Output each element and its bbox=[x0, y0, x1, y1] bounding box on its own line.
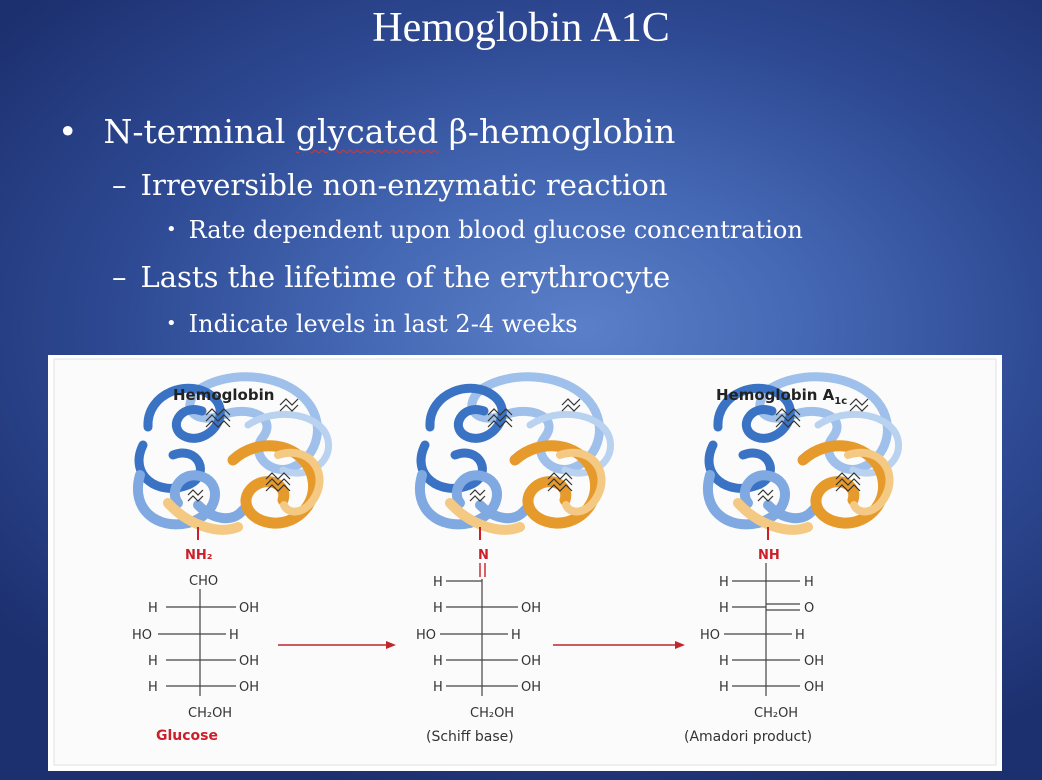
dash-marker: – bbox=[112, 260, 127, 294]
hemoglobin-a1c-subscript: 1c bbox=[834, 396, 847, 407]
bullet-sub-2-text: Lasts the lifetime of the erythrocyte bbox=[140, 260, 671, 294]
reaction-arrow-1 bbox=[278, 641, 396, 649]
bullet-marker: • bbox=[166, 219, 177, 240]
bullet-detail-1-text: Rate dependent upon blood glucose concen… bbox=[188, 216, 803, 244]
amadori-c5-right: OH bbox=[804, 680, 824, 695]
amadori-keto-o: O bbox=[804, 601, 814, 616]
glucose-c3-left: HO bbox=[132, 628, 152, 643]
schiff-c5-right: OH bbox=[521, 680, 541, 695]
bullet-detail-1: • Rate dependent upon blood glucose conce… bbox=[166, 214, 803, 246]
glucose-ch2oh: CH₂OH bbox=[188, 706, 232, 721]
schiff-c5-left: H bbox=[433, 680, 443, 695]
reaction-arrow-2 bbox=[553, 641, 685, 649]
glucose-structure: NH₂ CHO H OH HO H H OH H OH CH₂OH Glucos… bbox=[132, 548, 259, 744]
schiff-c1-h: H bbox=[433, 575, 443, 590]
dash-marker: – bbox=[112, 168, 127, 202]
glucose-amine: NH₂ bbox=[185, 548, 212, 563]
hemoglobin-label: Hemoglobin bbox=[173, 386, 274, 404]
schiff-imine-n: N bbox=[478, 548, 489, 563]
bullet-main-glycated: glycated bbox=[295, 112, 439, 151]
bullet-detail-2: • Indicate levels in last 2-4 weeks bbox=[166, 308, 578, 340]
amadori-c2-left: H bbox=[719, 601, 729, 616]
glucose-c5-right: OH bbox=[239, 680, 259, 695]
glucose-c4-right: OH bbox=[239, 654, 259, 669]
schiff-c3-left: HO bbox=[416, 628, 436, 643]
schiff-caption: (Schiff base) bbox=[426, 729, 514, 745]
amadori-c5-left: H bbox=[719, 680, 729, 695]
hemoglobin-a1c-label: Hemoglobin A1c bbox=[716, 386, 847, 407]
bullet-main-prefix: N-terminal bbox=[103, 112, 296, 151]
amadori-amine: NH bbox=[758, 548, 780, 563]
schiff-c3-right: H bbox=[511, 628, 521, 643]
bullet-sub-2: –Lasts the lifetime of the erythrocyte bbox=[112, 258, 670, 296]
schiff-c2-left: H bbox=[433, 601, 443, 616]
amadori-c1-right: H bbox=[804, 575, 814, 590]
glucose-c3-right: H bbox=[229, 628, 239, 643]
bullet-marker: • bbox=[58, 112, 78, 151]
amadori-c4-right: OH bbox=[804, 654, 824, 669]
bullet-marker: • bbox=[166, 313, 177, 334]
glycation-figure: Hemoglobin Hemoglobin A1c NH₂ CHO H OH H… bbox=[48, 355, 1002, 771]
schiff-ch2oh: CH₂OH bbox=[470, 706, 514, 721]
glucose-c2-left: H bbox=[148, 601, 158, 616]
schiff-c4-left: H bbox=[433, 654, 443, 669]
hemoglobin-a1c-main: Hemoglobin A bbox=[716, 386, 835, 404]
schiff-c2-right: OH bbox=[521, 601, 541, 616]
bullet-sub-1-text: Irreversible non-enzymatic reaction bbox=[140, 168, 668, 202]
schiff-c4-right: OH bbox=[521, 654, 541, 669]
amadori-product-structure: NH H H H O HO H H OH H OH CH₂OH (Amadori… bbox=[684, 548, 824, 745]
bullet-sub-1: –Irreversible non-enzymatic reaction bbox=[112, 166, 668, 204]
glucose-caption: Glucose bbox=[156, 728, 218, 744]
slide-title: Hemoglobin A1C bbox=[372, 5, 670, 51]
amadori-c4-left: H bbox=[719, 654, 729, 669]
glycation-diagram: Hemoglobin Hemoglobin A1c NH₂ CHO H OH H… bbox=[53, 358, 997, 766]
amadori-ch2oh: CH₂OH bbox=[754, 706, 798, 721]
bullet-main: • N-terminal glycated β-hemoglobin bbox=[58, 110, 675, 154]
bullet-detail-2-text: Indicate levels in last 2-4 weeks bbox=[188, 310, 578, 338]
bullet-main-suffix: β-hemoglobin bbox=[438, 112, 676, 151]
amadori-caption: (Amadori product) bbox=[684, 729, 812, 745]
glucose-c5-left: H bbox=[148, 680, 158, 695]
amadori-c1-left: H bbox=[719, 575, 729, 590]
glucose-aldehyde: CHO bbox=[189, 574, 218, 589]
amadori-c3-right: H bbox=[795, 628, 805, 643]
glucose-c2-right: OH bbox=[239, 601, 259, 616]
amadori-c3-left: HO bbox=[700, 628, 720, 643]
glucose-c4-left: H bbox=[148, 654, 158, 669]
schiff-base-structure: N H H OH HO H H OH H OH CH₂OH (Schiff ba… bbox=[416, 548, 541, 745]
